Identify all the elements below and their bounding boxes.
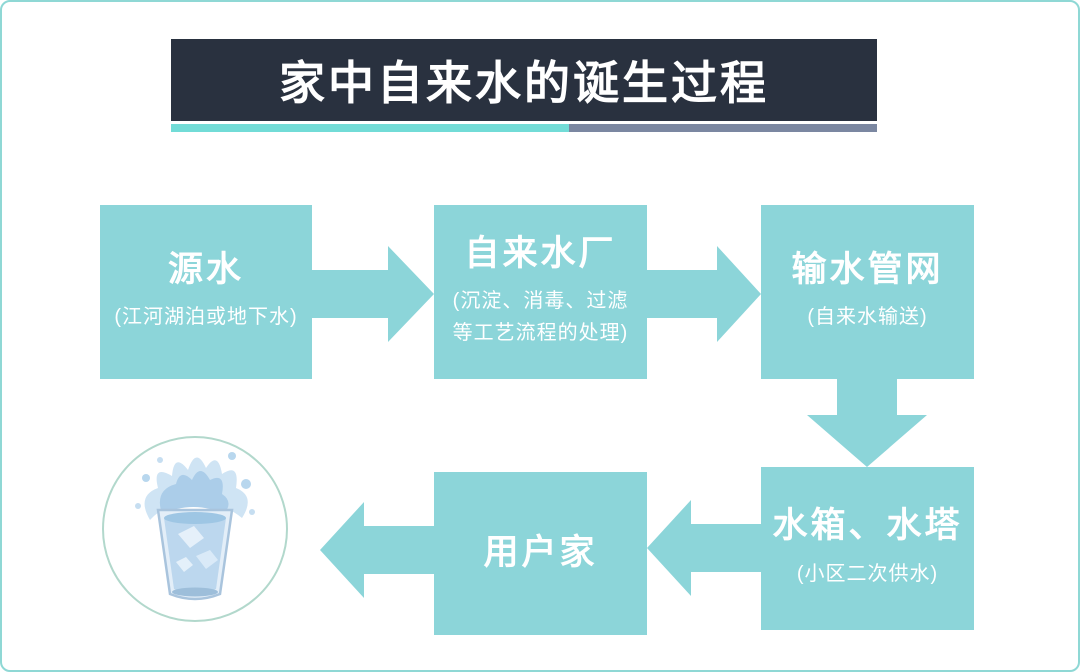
step-label: 用户家 (483, 533, 598, 573)
step-label: 源水 (167, 249, 244, 289)
title-underline (171, 124, 877, 132)
step-label: 自来水厂 (464, 233, 617, 273)
arrow-right-icon (312, 246, 434, 342)
step-sublabel: (小区二次供水) (796, 562, 939, 585)
arrow-left-icon (320, 502, 434, 598)
step-sublabel: (沉淀、消毒、过滤等工艺流程的处理) (452, 290, 629, 345)
step-label: 水箱、水塔 (772, 506, 963, 546)
step-box-user-home: 用户家 (434, 472, 647, 635)
arrow-down-icon (807, 379, 927, 467)
step-box-tank-tower: 水箱、水塔 (小区二次供水) (761, 467, 974, 630)
step-box-water-plant: 自来水厂 (沉淀、消毒、过滤等工艺流程的处理) (434, 205, 647, 379)
arrow-right-icon (647, 246, 761, 342)
title-underline-teal-segment (171, 124, 569, 132)
glass-of-water-photo (100, 434, 290, 624)
step-sublabel: (江河湖泊或地下水) (114, 306, 298, 329)
water-glass-icon (102, 436, 288, 622)
step-box-pipe-network: 输水管网 (自来水输送) (761, 205, 974, 379)
step-box-source-water: 源水 (江河湖泊或地下水) (100, 205, 312, 379)
step-label: 输水管网 (791, 249, 944, 289)
step-sublabel: (自来水输送) (807, 306, 928, 329)
title-underline-gray-segment (569, 124, 877, 132)
arrow-left-icon (647, 500, 761, 596)
page-title: 家中自来水的诞生过程 (279, 57, 769, 109)
title-bar: 家中自来水的诞生过程 (171, 39, 877, 121)
